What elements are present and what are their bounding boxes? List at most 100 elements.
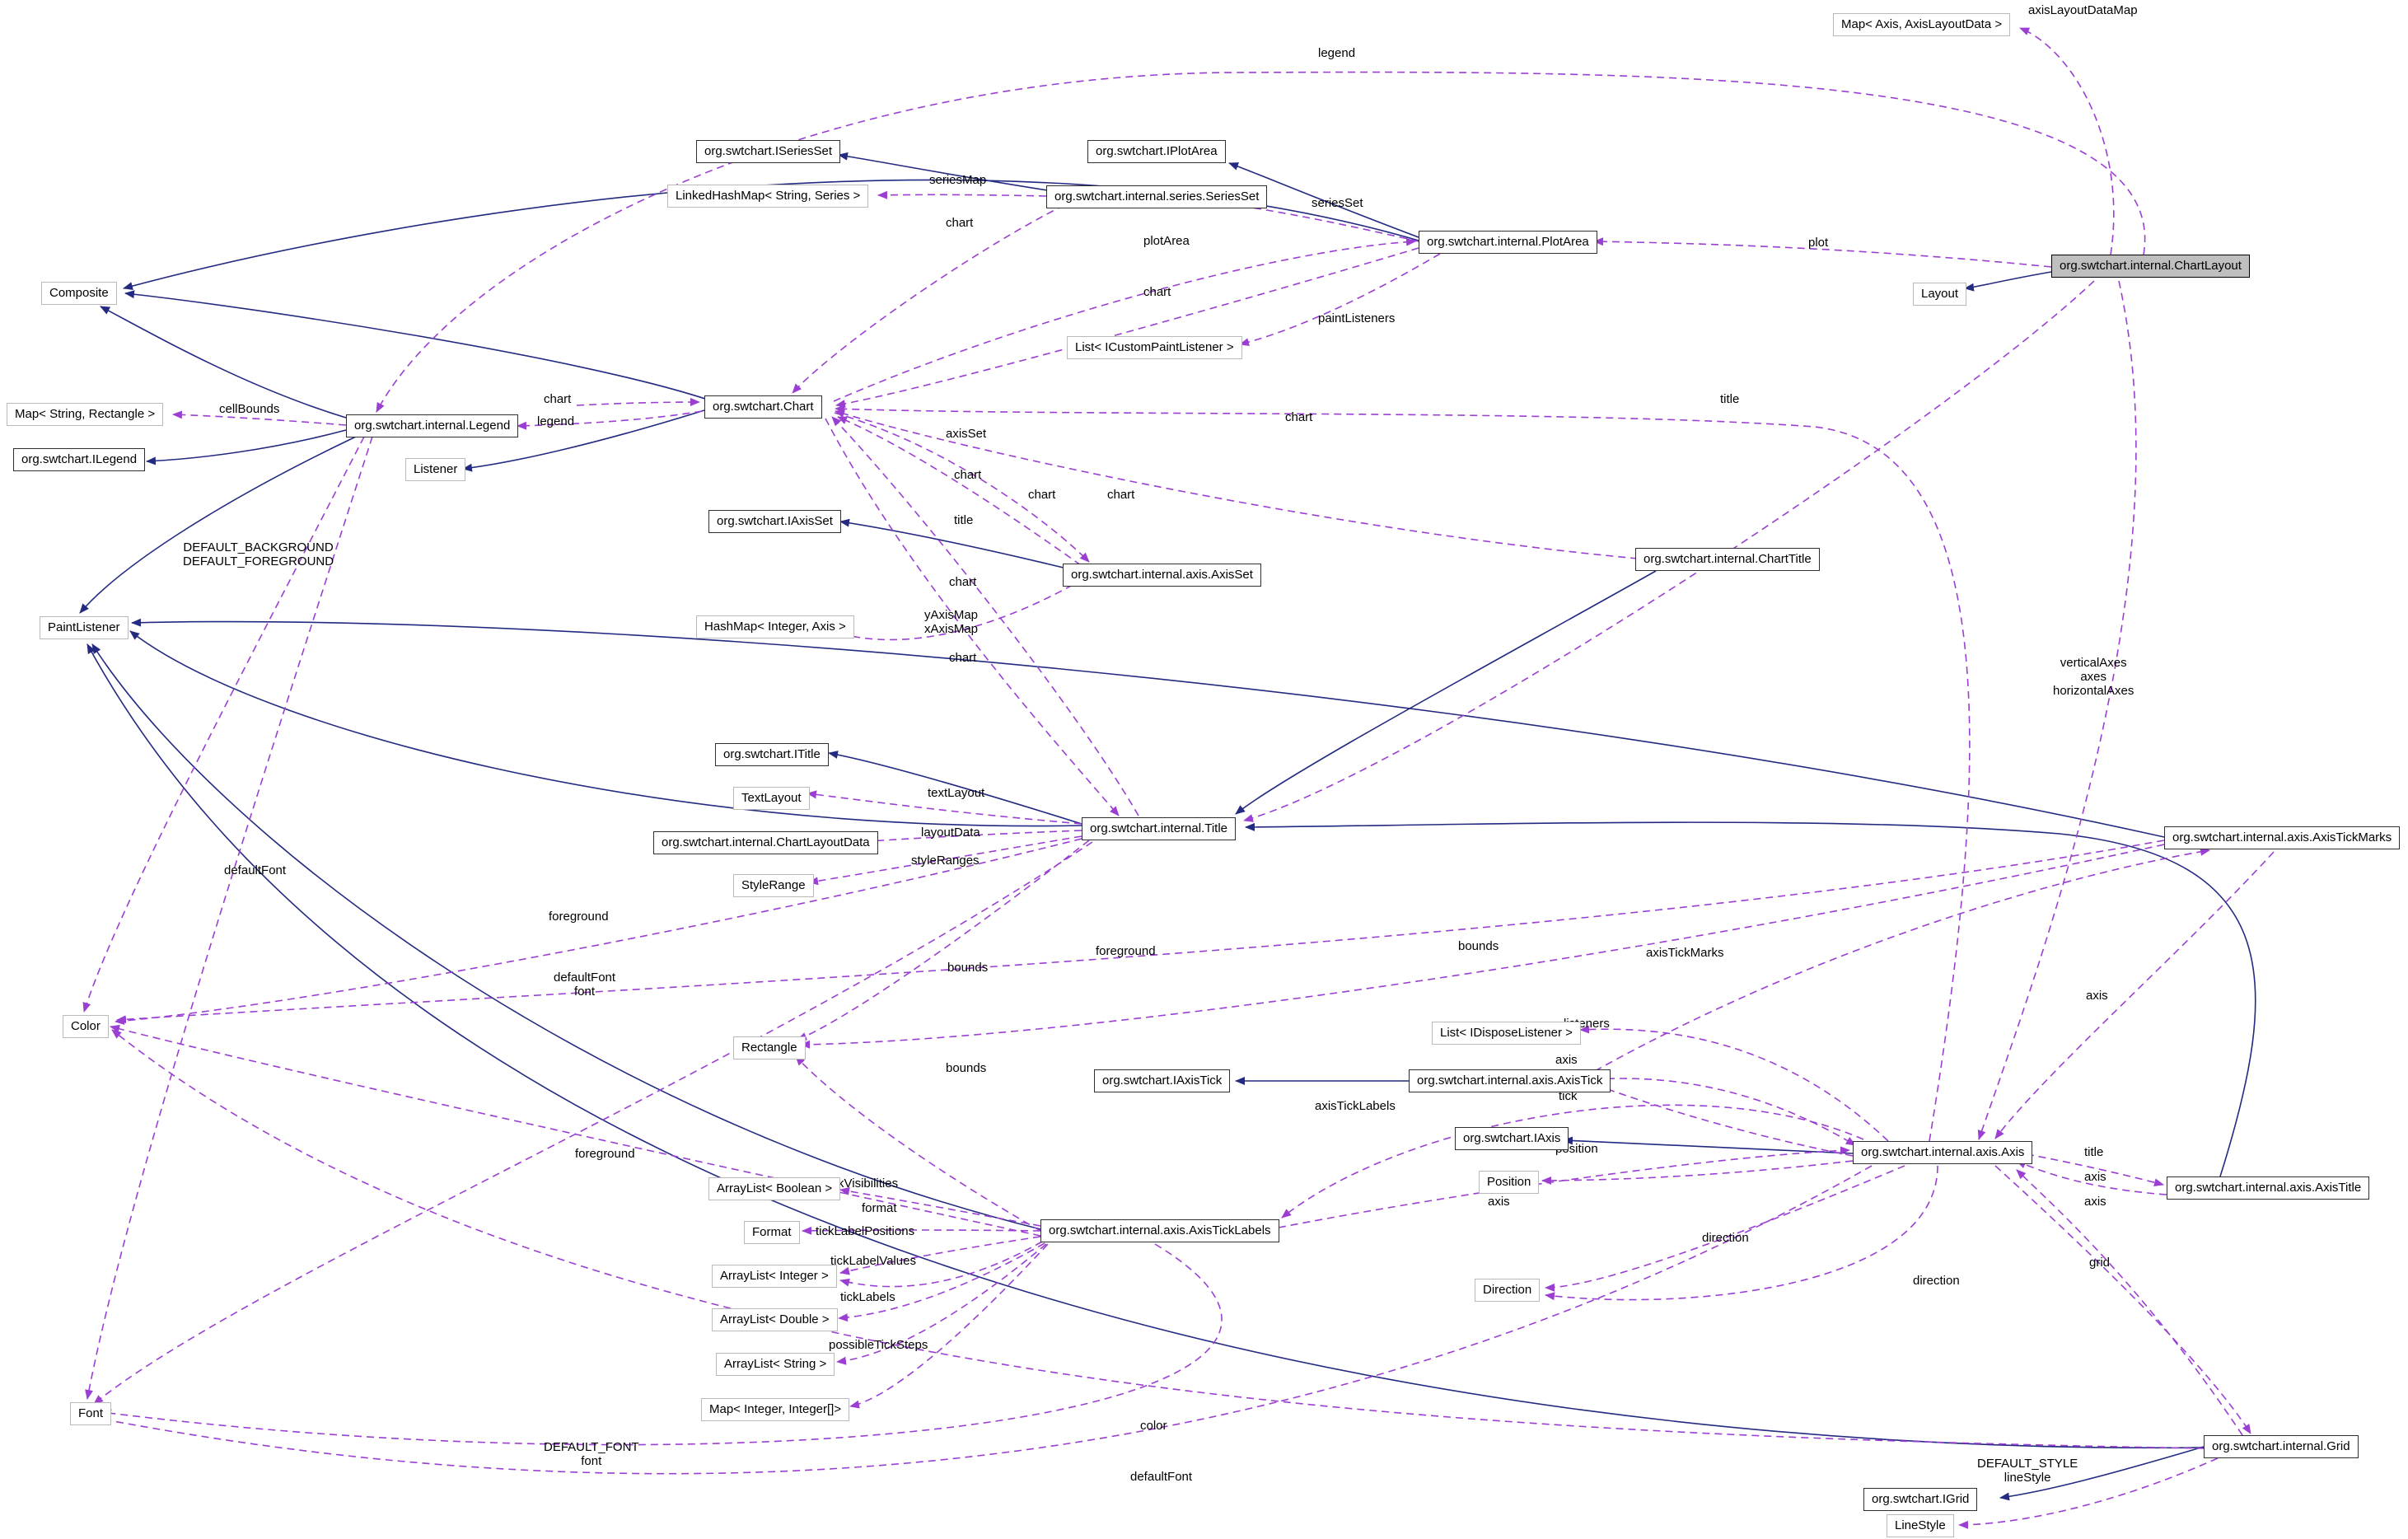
edge-label-bounds_b: bounds: [1458, 939, 1499, 953]
class-node-list_idispose[interactable]: List< IDisposeListener >: [1432, 1022, 1581, 1045]
class-node-seriesset[interactable]: org.swtchart.internal.series.SeriesSet: [1046, 185, 1268, 208]
edge-label-direction_b: direction: [1913, 1274, 1960, 1288]
class-node-composite[interactable]: Composite: [41, 282, 117, 305]
class-node-ilegend[interactable]: org.swtchart.ILegend: [13, 448, 146, 471]
association-edge-68: [802, 1226, 1041, 1235]
class-node-linkedhashmap[interactable]: LinkedHashMap< String, Series >: [667, 185, 869, 208]
class-node-iaxisset[interactable]: org.swtchart.IAxisSet: [708, 510, 841, 533]
association-edge-60: [2016, 1160, 2167, 1195]
class-node-axisticklabels[interactable]: org.swtchart.internal.axis.AxisTickLabel…: [1040, 1219, 1279, 1242]
class-node-arraylist_string[interactable]: ArrayList< String >: [716, 1353, 835, 1376]
association-edge-45: [115, 838, 1082, 1026]
inheritance-edge-4: [1228, 162, 1419, 238]
class-node-ititle[interactable]: org.swtchart.ITitle: [715, 743, 829, 766]
edge-label-foreground_c: foreground: [575, 1147, 635, 1161]
edge-label-chart_f: chart: [1107, 488, 1135, 502]
edge-label-tick: tick: [1559, 1089, 1578, 1103]
class-node-iseriesset[interactable]: org.swtchart.ISeriesSet: [696, 140, 841, 163]
association-edge-44: [797, 840, 1090, 1041]
edge-label-textLayout: textLayout: [928, 786, 985, 800]
class-node-list_icustompaint[interactable]: List< ICustomPaintListener >: [1067, 336, 1242, 359]
edge-label-tickLabelPositions: tickLabelPositions: [816, 1224, 915, 1238]
class-node-position_box[interactable]: Position: [1479, 1171, 1540, 1194]
edge-label-defaultFont_font: defaultFont font: [554, 971, 616, 999]
edge-label-styleRanges: styleRanges: [911, 854, 980, 868]
class-node-igrid[interactable]: org.swtchart.IGrid: [1863, 1488, 1978, 1511]
class-node-axistick[interactable]: org.swtchart.internal.axis.AxisTick: [1409, 1069, 1611, 1092]
association-edge-76: [100, 1165, 1873, 1475]
class-node-format[interactable]: Format: [744, 1221, 800, 1244]
class-node-axistickmarks[interactable]: org.swtchart.internal.axis.AxisTickMarks: [2164, 826, 2401, 849]
class-node-arraylist_integer[interactable]: ArrayList< Integer >: [712, 1265, 837, 1288]
association-edge-69: [839, 1236, 1041, 1275]
edge-label-bounds_a: bounds: [947, 961, 989, 975]
edge-label-defaultFont_a: defaultFont: [224, 863, 287, 877]
association-edge-29: [835, 247, 1419, 408]
class-node-title_box[interactable]: org.swtchart.internal.Title: [1082, 817, 1237, 840]
edge-label-cellBounds: cellBounds: [219, 402, 280, 416]
association-edge-61: [2016, 1169, 2243, 1436]
class-node-iaxistick[interactable]: org.swtchart.IAxisTick: [1094, 1069, 1231, 1092]
class-node-listener[interactable]: Listener: [405, 458, 466, 481]
class-node-arraylist_boolean[interactable]: ArrayList< Boolean >: [708, 1177, 841, 1200]
edge-label-tickLabels: tickLabels: [840, 1290, 895, 1304]
association-edge-77: [1958, 1457, 2219, 1529]
edge-label-chart_b: chart: [1143, 285, 1171, 299]
edge-label-color_lbl: color: [1140, 1419, 1167, 1433]
class-node-map_string_rect[interactable]: Map< String, Rectangle >: [7, 403, 164, 426]
class-node-paintlistener[interactable]: PaintListener: [40, 616, 129, 639]
class-node-direction_box[interactable]: Direction: [1475, 1279, 1541, 1302]
association-edge-30: [1239, 253, 1441, 347]
inheritance-edge-7: [839, 518, 1068, 569]
class-node-legend_box[interactable]: org.swtchart.internal.Legend: [346, 414, 519, 437]
edge-label-layoutData: layoutData: [921, 826, 980, 840]
association-edge-38: [835, 409, 1639, 559]
class-node-chartlayout[interactable]: org.swtchart.internal.ChartLayout: [2051, 255, 2250, 278]
inheritance-edge-16: [131, 618, 2165, 838]
edge-label-foreground_b: foreground: [1096, 944, 1156, 958]
class-node-axis[interactable]: org.swtchart.internal.axis.Axis: [1853, 1141, 2033, 1164]
class-node-rectangle[interactable]: Rectangle: [733, 1036, 806, 1060]
class-node-plotarea[interactable]: org.swtchart.internal.PlotArea: [1419, 231, 1597, 254]
association-edge-74: [111, 1029, 2205, 1449]
class-node-iplotarea[interactable]: org.swtchart.IPlotArea: [1087, 140, 1226, 163]
association-edge-35: [837, 416, 1082, 566]
edge-label-chart_d: chart: [954, 468, 982, 482]
class-node-axistitle[interactable]: org.swtchart.internal.axis.AxisTitle: [2167, 1176, 2370, 1200]
edge-label-seriesSet: seriesSet: [1312, 196, 1363, 210]
association-edge-58: [1541, 1160, 1854, 1185]
class-node-map_int_intarr[interactable]: Map< Integer, Integer[]>: [701, 1398, 850, 1421]
inheritance-edge-5: [146, 429, 347, 465]
class-node-iaxis[interactable]: org.swtchart.IAxis: [1455, 1127, 1569, 1150]
class-node-grid_box[interactable]: org.swtchart.internal.Grid: [2204, 1435, 2359, 1458]
class-node-chart[interactable]: org.swtchart.Chart: [704, 395, 822, 419]
class-node-color[interactable]: Color: [63, 1015, 109, 1038]
class-node-axisset[interactable]: org.swtchart.internal.axis.AxisSet: [1063, 564, 1261, 587]
association-edge-22: [1593, 237, 2052, 268]
inheritance-edge-0: [124, 290, 711, 401]
class-node-arraylist_double[interactable]: ArrayList< Double >: [712, 1308, 838, 1331]
association-edge-28: [833, 237, 1416, 402]
edge-label-plot: plot: [1808, 236, 1829, 250]
inheritance-edge-12: [1563, 1136, 1854, 1154]
edge-label-grid_lbl: grid: [2089, 1256, 2111, 1270]
association-edge-66: [1281, 1104, 1864, 1219]
class-node-textlayout[interactable]: TextLayout: [733, 787, 810, 810]
association-edge-26: [792, 204, 1065, 394]
class-node-linestyle[interactable]: LineStyle: [1887, 1514, 1954, 1537]
association-edge-48: [93, 841, 1093, 1405]
class-node-chartlayoutdata[interactable]: org.swtchart.internal.ChartLayoutData: [653, 831, 878, 854]
edge-label-title_r: title: [1720, 392, 1740, 406]
association-edge-24: [1977, 280, 2137, 1140]
association-edge-56: [1594, 1078, 1856, 1146]
class-node-font[interactable]: Font: [70, 1402, 112, 1425]
class-node-map_axis_ald[interactable]: Map< Axis, AxisLayoutData >: [1833, 13, 2011, 36]
class-node-charttitle[interactable]: org.swtchart.internal.ChartTitle: [1635, 548, 1820, 571]
association-edge-59: [2013, 1151, 2164, 1187]
class-node-layout[interactable]: Layout: [1913, 283, 1967, 306]
class-node-stylerange[interactable]: StyleRange: [733, 874, 814, 897]
association-edge-52: [110, 1024, 1041, 1237]
class-node-hashmap_int_axis[interactable]: HashMap< Integer, Axis >: [696, 615, 854, 639]
edge-label-axis_a: axis: [2086, 989, 2108, 1003]
edge-label-chart_a: chart: [946, 216, 974, 230]
